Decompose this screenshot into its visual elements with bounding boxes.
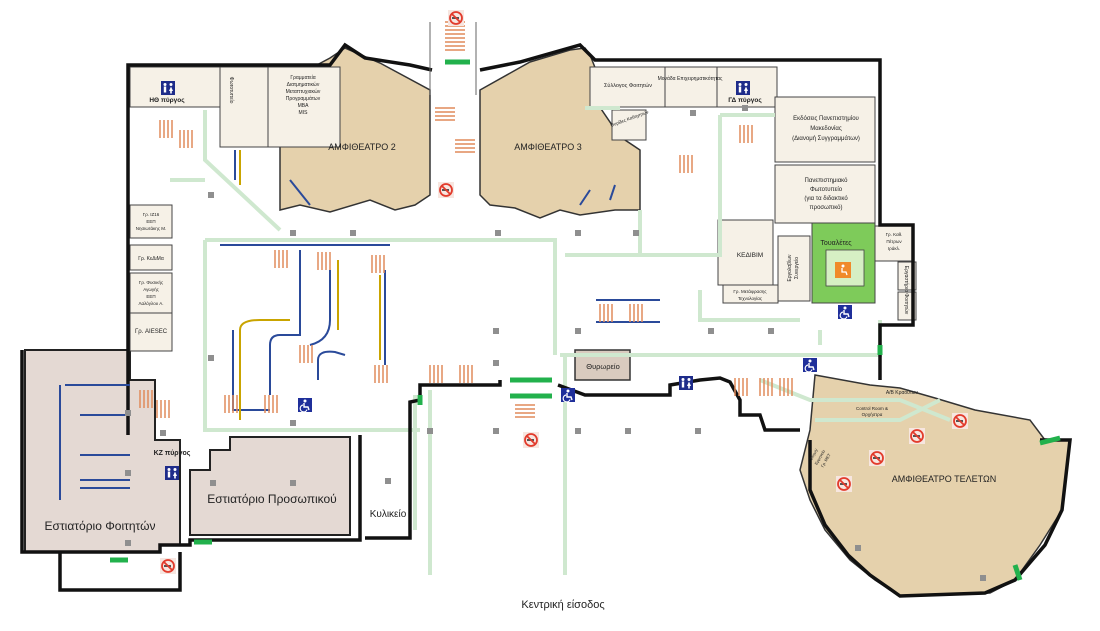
accessible-icon	[837, 304, 853, 320]
hth-tower-label: ΗΘ πύργος	[149, 97, 185, 104]
no-smoking-icon	[868, 449, 886, 467]
ekdoseis-label: Εκδόσεις Πανεπιστημίου Μακεδονίας (Διανο…	[792, 115, 860, 142]
gd-tower-label: ΓΔ πύργος	[728, 97, 762, 104]
accessible-icon	[560, 387, 576, 403]
ekdoseis-line: (Διανομή Συγγραμμάτων)	[792, 135, 860, 142]
doors	[110, 59, 1061, 581]
kedivim-label: ΚΕΔΙΒΙΜ	[737, 252, 763, 259]
student-lab-label: Εργαστήριο Φοιτητών	[903, 266, 910, 315]
control-room-line: Ορχήστρα	[862, 411, 883, 417]
gr-kath-line: Γρ. Καθ.	[886, 232, 903, 237]
accessible-icon	[802, 357, 818, 373]
wc-icon	[161, 81, 175, 95]
gr-kedivim-label: Γρ. ΚεΔιΜα	[138, 256, 164, 262]
gr-iz16-line: ΕΕΠ	[146, 219, 155, 224]
grammateia-line: Γραμματεία	[290, 75, 315, 81]
no-smoking-icon	[522, 431, 540, 449]
grammateia-line: Προγραμμάτων	[286, 95, 321, 102]
amphitheatre-3-label: ΑΜΦΙΘΕΑΤΡΟ 3	[514, 142, 582, 152]
no-smoking-icon	[908, 427, 926, 445]
control-room-line: Control Room &	[856, 406, 888, 411]
entrepreneurship-label: Μονάδα Επιχειρηματικότητας	[658, 75, 723, 82]
toilets-label: Τουαλέτες	[820, 239, 852, 247]
gr-fysikis-line: Αγωγής	[143, 286, 159, 292]
gr-iz16-line: Νησιωτάκης Μ.	[136, 225, 166, 231]
ekdoseis-line: Μακεδονίας	[810, 126, 842, 132]
student-union-label: Σύλλογος Φοιτητών	[604, 82, 652, 89]
amphitheatre-2-label: ΑΜΦΙΘΕΑΤΡΟ 2	[328, 142, 396, 152]
grammateia-label: Γραμματεία Διατμηματικών Μεταπτυχιακών Π…	[286, 75, 321, 116]
elevator-icon	[679, 376, 693, 390]
location-markers	[125, 105, 986, 581]
office-block-left	[129, 66, 341, 352]
control-room-label: Control Room & Ορχήστρα	[856, 406, 888, 417]
gr-fysikis-line: Γρ. Φυσικής	[139, 279, 164, 285]
porter-label: Θυρωρείο	[586, 362, 620, 371]
gr-metafrasis-label: Γρ. Μετάφρασης Τεχνολογίας	[733, 288, 767, 301]
amphitheatre-teleton-label: ΑΜΦΙΘΕΑΤΡΟ ΤΕΛΕΤΩΝ	[892, 474, 996, 484]
gr-kath-label: Γρ. Καθ. Πέτρων Ιράκλ.	[886, 232, 903, 251]
ergonomics-label: Συνεργείο Εργολαβίων	[787, 254, 800, 282]
staff-restaurant-label: Εστιατόριο Προσωπικού	[207, 492, 336, 506]
fotostudio-uni-line: Φωτοτυπείο	[810, 187, 843, 193]
entrance-label: Κεντρική είσοδος	[521, 599, 604, 611]
fotostudio-uni-line: Πανεπιστημιακό	[805, 177, 849, 184]
gr-aiesec-label: Γρ. AIESEC	[135, 329, 168, 335]
student-restaurant-label: Εστιατόριο Φοιτητών	[45, 519, 156, 533]
canteen-label: Κυλικείο	[370, 508, 407, 520]
accessible-icon	[835, 262, 851, 278]
gr-iz16-label: Γρ. ΙΖ16 ΕΕΠ Νησιωτάκης Μ.	[136, 212, 166, 231]
no-smoking-icon	[159, 557, 177, 575]
amphitheatre-teleton	[799, 374, 1071, 597]
accessible-icon	[297, 397, 313, 413]
grammateia-line: MBA	[298, 103, 310, 109]
gr-fysikis-line: ΕΕΠ	[146, 294, 155, 299]
entrepreneurship-line-1: Μονάδα Επιχειρηματικότητας	[658, 75, 723, 82]
no-smoking-icon	[835, 475, 853, 493]
fotostudio-uni-line: (για τα διδακτικό	[804, 195, 848, 202]
gr-metafrasis-line: Τεχνολογίας	[738, 296, 763, 301]
ergonomics-line: Εργολαβίων	[787, 254, 793, 282]
skini-line: Σκηνή/	[809, 447, 820, 461]
wc-icon	[165, 466, 179, 480]
building-walls	[20, 22, 1072, 598]
study-tables	[59, 150, 660, 500]
gr-kath-line: Πέτρων	[886, 238, 902, 244]
wc-icon	[736, 81, 750, 95]
no-smoking-icon	[951, 412, 969, 430]
grammateia-line: Διατμηματικών	[287, 81, 320, 88]
grammateia-line: Μεταπτυχιακών	[286, 88, 321, 95]
kz-tower-label: ΚΖ πύργος	[154, 450, 191, 457]
ergonomics-line: Συνεργείο	[794, 257, 800, 279]
fotostudio-uni-line: προσωπικό)	[810, 204, 843, 211]
staff-restaurant	[189, 436, 351, 536]
gr-metafrasis-line: Γρ. Μετάφρασης	[733, 288, 767, 294]
ekdoseis-line: Εκδόσεις Πανεπιστημίου	[793, 115, 859, 122]
fotostudio-uni-label: Πανεπιστημιακό Φωτοτυπείο (για τα διδακτ…	[804, 177, 848, 211]
gr-fysikis-line: Λαλόγλου Α.	[139, 300, 164, 306]
ab-kraoutia-label: Α/Β Κραούτων	[886, 389, 919, 396]
grammateia-line: MIS	[299, 110, 309, 116]
gr-kath-line: Ιράκλ.	[888, 245, 900, 251]
gr-fysikis-label: Γρ. Φυσικής Αγωγής ΕΕΠ Λαλόγλου Α.	[139, 279, 164, 306]
fotostudio-label: Φωτοτυπείο	[228, 77, 234, 104]
no-smoking-icon	[437, 181, 455, 199]
no-smoking-icon	[447, 9, 465, 27]
gr-iz16-line: Γρ. ΙΖ16	[143, 212, 160, 217]
